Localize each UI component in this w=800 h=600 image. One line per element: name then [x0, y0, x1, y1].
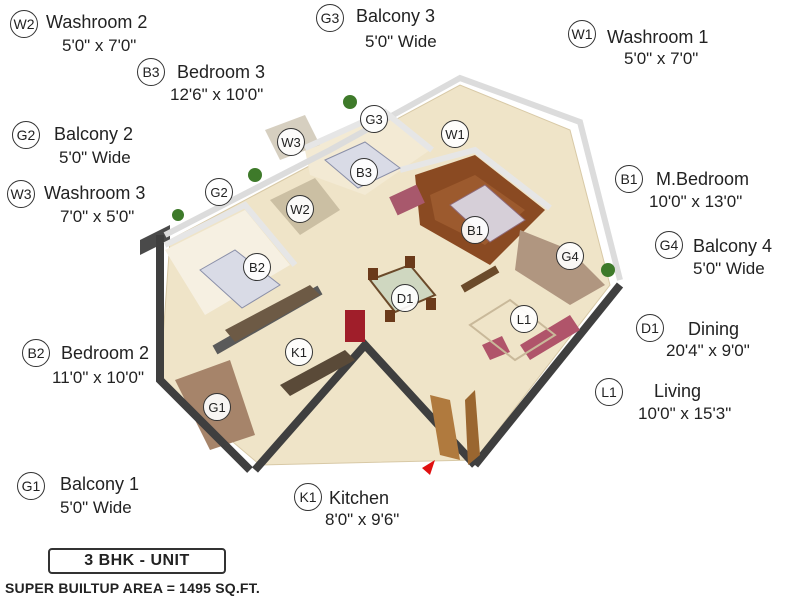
- legend-dim-balcony3: 5'0" Wide: [365, 32, 437, 51]
- legend-dim-bedroom2: 11'0" x 10'0": [52, 368, 144, 387]
- legend-badge-l1: L1: [595, 378, 623, 406]
- legend-name-balcony3: Balcony 3: [356, 6, 436, 26]
- legend-badge-d1: D1: [636, 314, 664, 342]
- legend-dim-living: 10'0" x 15'3": [638, 404, 732, 423]
- dining-chair-1: [368, 268, 378, 280]
- dining-chair-4: [426, 298, 436, 310]
- legend-name-bedroom2: Bedroom 2: [61, 343, 150, 363]
- plant-3: [172, 209, 184, 221]
- legend-badge-g1: G1: [17, 472, 45, 500]
- legend-dim-washroom1: 5'0" x 7'0": [624, 49, 699, 68]
- legend-dim-balcony2: 5'0" Wide: [59, 148, 131, 167]
- dining-chair-2: [405, 256, 415, 268]
- wall-bedroom2: [163, 201, 298, 267]
- entry-arrow-icon: [422, 460, 435, 475]
- living-rug: [468, 298, 557, 362]
- legend-name-dining: Dining: [688, 319, 740, 339]
- legend-badge-w2: W2: [10, 10, 38, 38]
- plan-badge-w1: W1: [441, 120, 469, 148]
- plant-1: [248, 168, 262, 182]
- fridge: [345, 310, 365, 342]
- legend-dim-balcony1: 5'0" Wide: [60, 498, 132, 517]
- legend-badge-k1: K1: [294, 483, 322, 511]
- legend-badge-b1: B1: [615, 165, 643, 193]
- legend-badge-w1: W1: [568, 20, 596, 48]
- plan-badge-l1: L1: [510, 305, 538, 333]
- unit-type-label: 3 BHK - UNIT: [48, 548, 226, 574]
- dining-chair-3: [385, 310, 395, 322]
- legend-badge-w3: W3: [7, 180, 35, 208]
- plan-badge-b1: B1: [461, 216, 489, 244]
- plan-badge-g1: G1: [203, 393, 231, 421]
- master-sofa: [389, 184, 425, 216]
- legend-dim-washroom3: 7'0" x 5'0": [60, 207, 135, 226]
- plant-4: [601, 263, 615, 277]
- legend-name-kitchen: Kitchen: [329, 488, 390, 508]
- legend-name-washroom2: Washroom 2: [46, 12, 148, 32]
- wall-outline-right: [471, 282, 624, 468]
- legend-dim-balcony4: 5'0" Wide: [693, 259, 765, 278]
- legend-dim-bedroom3: 12'6" x 10'0": [170, 85, 264, 104]
- plan-badge-w3: W3: [277, 128, 305, 156]
- legend-badge-g4: G4: [655, 231, 683, 259]
- wall-master: [399, 146, 552, 211]
- legend-name-washroom1: Washroom 1: [607, 27, 709, 47]
- plan-badge-g3: G3: [360, 105, 388, 133]
- plan-badge-d1: D1: [391, 284, 419, 312]
- kitchen-counter: [225, 285, 320, 342]
- plan-badge-g4: G4: [556, 242, 584, 270]
- legend-name-washroom3: Washroom 3: [44, 183, 146, 203]
- legend-name-balcony1: Balcony 1: [60, 474, 140, 494]
- entry-door-2: [465, 390, 480, 465]
- legend-name-living: Living: [654, 381, 702, 401]
- legend-name-balcony2: Balcony 2: [54, 124, 134, 144]
- legend-dim-master-bedroom: 10'0" x 13'0": [649, 192, 743, 211]
- wall-outline-left: [156, 235, 253, 473]
- legend-badge-b3: B3: [137, 58, 165, 86]
- legend-dim-washroom2: 5'0" x 7'0": [62, 36, 137, 55]
- legend-badge-b2: B2: [22, 339, 50, 367]
- plant-2: [343, 95, 357, 109]
- living-tv-unit: [460, 265, 500, 293]
- plan-badge-g2: G2: [205, 178, 233, 206]
- legend-name-master-bedroom: M.Bedroom: [656, 169, 750, 189]
- living-chair: [482, 336, 510, 360]
- legend-name-bedroom3: Bedroom 3: [177, 62, 266, 82]
- legend-badge-g3: G3: [316, 4, 344, 32]
- legend-dim-kitchen: 8'0" x 9'6": [325, 510, 400, 529]
- plan-badge-b3: B3: [350, 158, 378, 186]
- bed-bedroom2: [199, 249, 281, 309]
- kitchen-counter-2: [280, 350, 355, 396]
- plan-badge-b2: B2: [243, 253, 271, 281]
- wall-outline-top: [163, 74, 623, 281]
- floor-plan-illustration: [140, 70, 625, 490]
- legend-badge-g2: G2: [12, 121, 40, 149]
- wall-left: [140, 225, 170, 255]
- entry-door: [430, 395, 460, 460]
- super-builtup-area: SUPER BUILTUP AREA = 1495 SQ.FT.: [5, 580, 260, 596]
- balcony4-floor: [515, 230, 605, 305]
- legend-dim-dining: 20'4" x 9'0": [666, 341, 750, 360]
- plan-badge-k1: K1: [285, 338, 313, 366]
- plan-badge-w2: W2: [286, 195, 314, 223]
- legend-name-balcony4: Balcony 4: [693, 236, 773, 256]
